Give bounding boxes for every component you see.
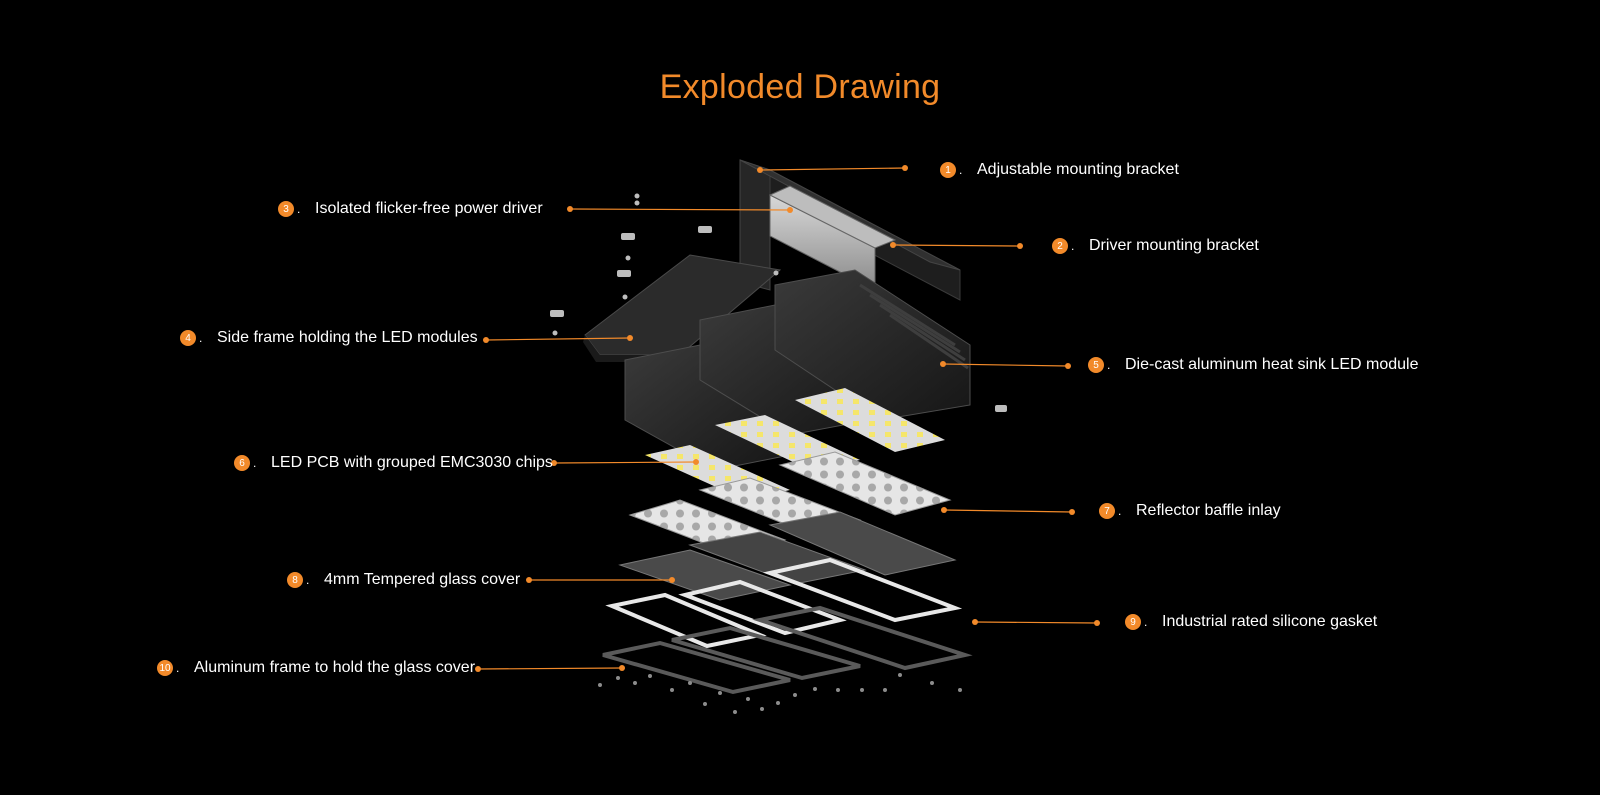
callout-4: 4. Side frame holding the LED modules xyxy=(180,328,478,348)
callout-label: Adjustable mounting bracket xyxy=(977,161,1179,178)
callout-9: 9. Industrial rated silicone gasket xyxy=(1125,612,1377,632)
callout-label: Industrial rated silicone gasket xyxy=(1162,613,1378,630)
page-title: Exploded Drawing xyxy=(659,68,941,106)
aluminum-frames xyxy=(602,605,973,695)
leader-lines xyxy=(475,165,1100,672)
callout-5: 5. Die-cast aluminum heat sink LED modul… xyxy=(1088,355,1418,375)
callout-1: 1. Adjustable mounting bracket xyxy=(940,160,1179,180)
callout-label: Reflector baffle inlay xyxy=(1136,502,1281,519)
callout-label: Die-cast aluminum heat sink LED module xyxy=(1125,356,1419,373)
callout-number: 9 xyxy=(1125,614,1141,630)
callout-label: Driver mounting bracket xyxy=(1089,237,1259,254)
callout-7: 7. Reflector baffle inlay xyxy=(1099,501,1281,521)
callout-6: 6. LED PCB with grouped EMC3030 chips xyxy=(234,453,553,473)
callout-8: 8. 4mm Tempered glass cover xyxy=(287,570,520,590)
screws xyxy=(550,193,1007,412)
callout-label: LED PCB with grouped EMC3030 chips xyxy=(271,454,553,471)
callout-number: 1 xyxy=(940,162,956,178)
callout-number: 4 xyxy=(180,330,196,346)
callout-number: 5 xyxy=(1088,357,1104,373)
callout-2: 2. Driver mounting bracket xyxy=(1052,236,1259,256)
callout-label: 4mm Tempered glass cover xyxy=(324,571,521,588)
callout-number: 6 xyxy=(234,455,250,471)
callout-number: 7 xyxy=(1099,503,1115,519)
callout-number: 3 xyxy=(278,201,294,217)
callout-3: 3. Isolated flicker-free power driver xyxy=(278,199,543,219)
callout-label: Aluminum frame to hold the glass cover xyxy=(194,659,476,676)
glass-covers xyxy=(618,511,957,601)
callout-label: Isolated flicker-free power driver xyxy=(315,200,543,217)
callout-number: 10 xyxy=(157,660,173,676)
callout-10: 10. Aluminum frame to hold the glass cov… xyxy=(157,658,475,678)
callout-number: 2 xyxy=(1052,238,1068,254)
callout-number: 8 xyxy=(287,572,303,588)
callout-label: Side frame holding the LED modules xyxy=(217,329,478,346)
bottom-screws xyxy=(598,673,962,714)
